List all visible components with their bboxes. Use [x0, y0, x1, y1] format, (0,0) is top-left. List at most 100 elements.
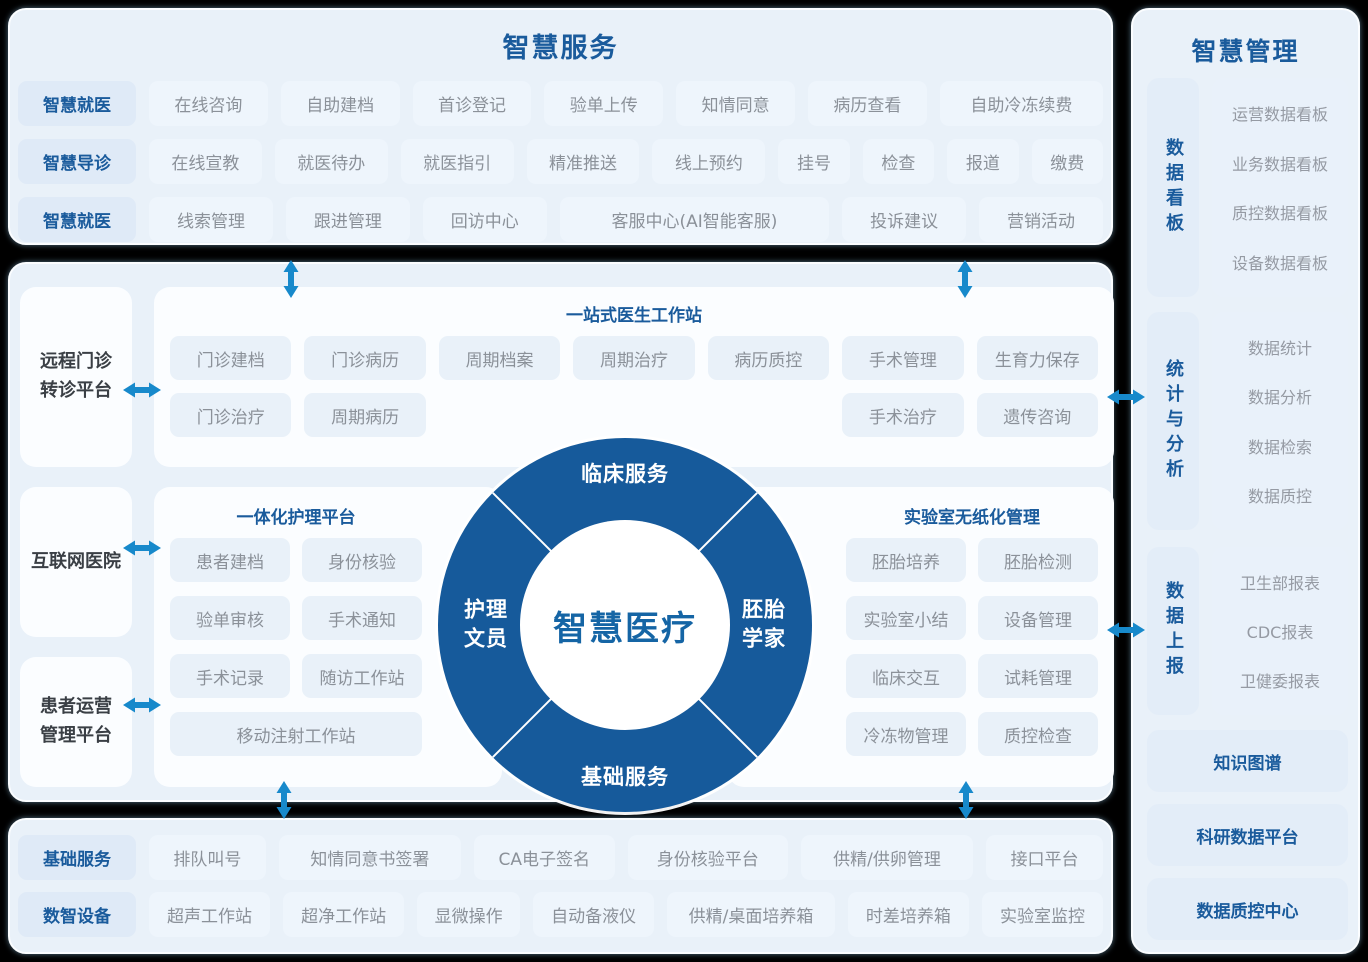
- double-arrow-icon: [276, 781, 292, 819]
- service-chip: 自助建档: [280, 81, 400, 126]
- service-chip: 跟进管理: [285, 197, 410, 242]
- ring-label-clinical: 临床服务: [581, 462, 669, 486]
- service-chip: 挂号: [778, 139, 850, 184]
- nursing-chip: 患者建档: [170, 538, 290, 582]
- doctor-row-1: 门诊建档门诊病历周期档案周期治疗病历质控手术管理生育力保存: [170, 336, 1098, 380]
- smart-management-panel: 智慧管理 数据看板 运营数据看板业务数据看板质控数据看板设备数据看板 统计与分析…: [1131, 8, 1360, 954]
- nursing-chip: 验单审核: [170, 596, 290, 640]
- smart-management-title: 智慧管理: [1191, 37, 1300, 66]
- row-label: 基础服务: [18, 835, 136, 880]
- data-report-items: 卫生部报表 CDC报表卫健委报表: [1212, 547, 1348, 715]
- service-row-items: 在线咨询自助建档首诊登记验单上传知情同意病历查看自助冷冻续费: [149, 81, 1103, 126]
- management-chips: 知识图谱科研数据平台数据质控中心: [1147, 730, 1348, 940]
- smart-service-panel: 智慧服务 智慧就医 在线咨询自助建档首诊登记验单上传知情同意病历查看自助冷冻续费…: [8, 8, 1113, 245]
- lab-chip: 设备管理: [978, 596, 1098, 640]
- service-chip: 检查: [862, 139, 935, 184]
- management-chip: 知识图谱: [1147, 730, 1348, 792]
- service-chip: 线上预约: [652, 139, 766, 184]
- workstation-chip: 门诊病历: [304, 336, 426, 380]
- device-chip: 超声工作站: [149, 892, 271, 937]
- double-arrow-icon: [1107, 389, 1145, 405]
- service-chip: 首诊登记: [412, 81, 532, 126]
- service-chip: 验单上传: [544, 81, 664, 126]
- data-board-group: 数据看板 运营数据看板业务数据看板质控数据看板设备数据看板: [1147, 78, 1348, 297]
- management-item: 设备数据看板: [1231, 254, 1328, 274]
- smart-medical-donut: 临床服务 基础服务 护理 文员 胚胎 学家 智慧医疗: [438, 438, 812, 812]
- stat-analysis-items: 数据统计数据分析数据检索数据质控: [1212, 312, 1348, 530]
- workstation-chip: 门诊治疗: [170, 393, 292, 437]
- doctor-workstation-card: 一站式医生工作站 门诊建档门诊病历周期档案周期治疗病历质控手术管理生育力保存 门…: [154, 287, 1114, 467]
- base-chip: 知情同意书签署: [278, 835, 461, 880]
- device-chip: 时差培养箱: [847, 892, 969, 937]
- nursing-chip: 移动注射工作站: [170, 712, 422, 756]
- ring-label-embryologist: 胚胎 学家: [742, 597, 786, 651]
- group-label: 数据上报: [1147, 547, 1199, 715]
- row-label: 数智设备: [18, 892, 136, 937]
- row-label: 智慧就医: [18, 197, 136, 242]
- row-label: 智慧就医: [18, 81, 136, 126]
- base-chip: 接口平台: [986, 835, 1103, 880]
- data-board-items: 运营数据看板业务数据看板质控数据看板设备数据看板: [1212, 78, 1348, 297]
- device-chip: 供精/桌面培养箱: [667, 892, 835, 937]
- management-chip: 数据质控中心: [1147, 878, 1348, 940]
- core-platform-panel: 远程门诊 转诊平台 互联网医院 患者运营 管理平台 一站式医生工作站 门诊建档门…: [8, 262, 1114, 802]
- management-item: 卫健委报表: [1239, 672, 1320, 692]
- management-item: 业务数据看板: [1231, 154, 1328, 174]
- service-row: 智慧就医 线索管理跟进管理回访中心客服中心(AI智能客服) 投诉建议营销活动: [18, 197, 1103, 242]
- workstation-chip: 门诊建档: [170, 336, 292, 380]
- management-item: 卫生部报表: [1239, 573, 1320, 593]
- base-chip: 供精/供卵管理: [800, 835, 974, 880]
- double-arrow-icon: [283, 260, 299, 298]
- workstation-chip: 周期档案: [438, 336, 561, 380]
- patient-operation-card: 患者运营 管理平台: [20, 657, 132, 787]
- lab-chip: 胚胎培养: [846, 538, 966, 582]
- row-label: 智慧导诊: [18, 139, 136, 184]
- lab-grid: 胚胎培养胚胎检测实验室小结设备管理临床交互试耗管理冷冻物管理质控检查: [846, 538, 1098, 756]
- service-chip: 病历查看: [807, 81, 927, 126]
- base-row: 数智设备 超声工作站超净工作站显微操作自动备液仪供精/桌面培养箱时差培养箱实验室…: [18, 892, 1104, 937]
- base-chip: 身份核验平台: [627, 835, 788, 880]
- nursing-grid: 患者建档身份核验验单审核手术通知手术记录随访工作站: [170, 538, 422, 698]
- device-chip: 实验室监控: [981, 892, 1104, 937]
- double-arrow-icon: [957, 260, 973, 298]
- base-chip: CA电子签名: [473, 835, 615, 880]
- service-chip: 精准推送: [526, 139, 640, 184]
- service-chip: 线索管理: [149, 197, 273, 242]
- service-chip: 投诉建议: [842, 197, 967, 242]
- service-row-items: 在线宣教就医待办就医指引精准推送线上预约挂号检查报道缴费: [149, 139, 1103, 184]
- service-chip: 营销活动: [979, 197, 1103, 242]
- double-arrow-icon: [958, 781, 974, 819]
- workstation-chip: 周期病历: [304, 393, 426, 437]
- management-item: 质控数据看板: [1231, 204, 1328, 224]
- double-arrow-icon: [123, 382, 161, 398]
- lab-chip: 试耗管理: [978, 654, 1098, 698]
- management-item: 数据分析: [1247, 388, 1312, 408]
- management-item: CDC报表: [1246, 622, 1314, 642]
- management-item: 数据检索: [1247, 437, 1312, 457]
- service-chip: 回访中心: [422, 197, 547, 242]
- double-arrow-icon: [1107, 622, 1145, 638]
- smart-service-title: 智慧服务: [502, 33, 619, 64]
- service-chip: 就医指引: [400, 139, 514, 184]
- data-report-group: 数据上报 卫生部报表 CDC报表卫健委报表: [1147, 547, 1348, 715]
- service-chip: 缴费: [1031, 139, 1103, 184]
- service-chip: 客服中心(AI智能客服): [559, 197, 830, 242]
- service-chip: 在线咨询: [149, 81, 268, 126]
- lab-paperless-title: 实验室无纸化管理: [904, 508, 1040, 528]
- double-arrow-icon: [123, 540, 161, 556]
- ring-label-nurse-clerk: 护理 文员: [464, 597, 508, 651]
- device-row-items: 超声工作站超净工作站显微操作自动备液仪供精/桌面培养箱时差培养箱实验室监控: [149, 892, 1104, 937]
- service-row: 智慧就医 在线咨询自助建档首诊登记验单上传知情同意病历查看自助冷冻续费: [18, 81, 1103, 126]
- management-chip: 科研数据平台: [1147, 804, 1348, 866]
- lab-chip: 临床交互: [846, 654, 966, 698]
- service-row: 智慧导诊 在线宣教就医待办就医指引精准推送线上预约挂号检查报道缴费: [18, 139, 1103, 184]
- remote-clinic-card: 远程门诊 转诊平台: [20, 287, 132, 467]
- doctor-row-2: 门诊治疗 周期病历 手术治疗 遗传咨询: [170, 393, 1098, 437]
- lab-chip: 冷冻物管理: [846, 712, 966, 756]
- management-item: 数据质控: [1247, 487, 1312, 507]
- workstation-chip: 生育力保存: [976, 336, 1098, 380]
- management-item: 数据统计: [1247, 338, 1312, 358]
- nursing-chip: 随访工作站: [302, 654, 422, 698]
- double-arrow-icon: [123, 697, 161, 713]
